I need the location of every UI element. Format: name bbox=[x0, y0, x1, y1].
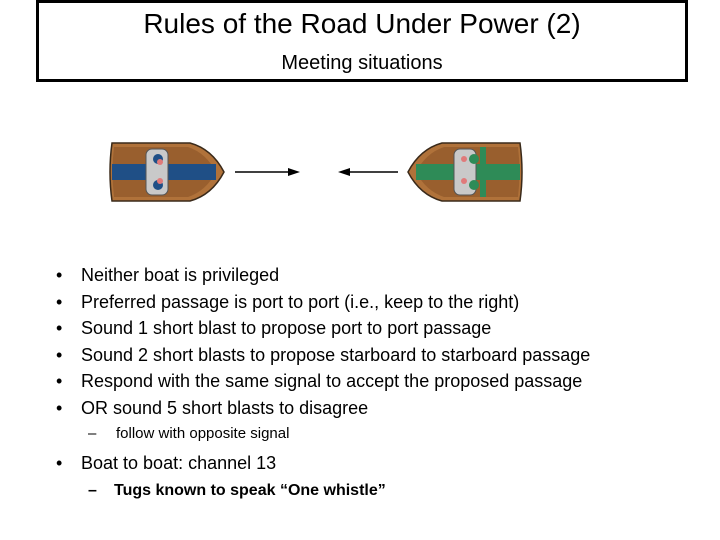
list-item: •Neither boat is privileged bbox=[56, 262, 716, 289]
slide-subtitle: Meeting situations bbox=[281, 52, 443, 74]
list-item: •Sound 1 short blast to propose port to … bbox=[56, 315, 716, 342]
boats-meeting-illustration bbox=[109, 142, 523, 202]
slide-title: Rules of the Road Under Power (2) bbox=[143, 8, 581, 39]
bullet-dot: • bbox=[56, 397, 63, 418]
bullet-dot: • bbox=[56, 318, 63, 338]
bullet-dot: • bbox=[56, 453, 63, 473]
sub-list-item: –follow with opposite signal bbox=[88, 425, 290, 442]
bullet-dot: • bbox=[56, 265, 63, 285]
dash-marker: – bbox=[88, 425, 97, 442]
bullet-dot: • bbox=[56, 371, 63, 391]
title-box: Rules of the Road Under Power (2) Meetin… bbox=[36, 0, 688, 82]
bullet-dot: • bbox=[56, 291, 63, 312]
list-item: •Sound 2 short blasts to propose starboa… bbox=[56, 342, 716, 369]
bullet-list: •Neither boat is privileged •Preferred p… bbox=[56, 262, 716, 501]
bullet-dot: • bbox=[56, 344, 63, 365]
list-item: •Preferred passage is port to port (i.e.… bbox=[56, 289, 716, 316]
right-boat-icon bbox=[407, 142, 523, 202]
sub-list-item: –Tugs known to speak “One whistle” bbox=[88, 481, 386, 499]
dash-marker: – bbox=[88, 481, 97, 499]
list-item: •Respond with the same signal to accept … bbox=[56, 368, 716, 395]
arrow-right-icon bbox=[235, 168, 300, 176]
left-boat-icon bbox=[109, 142, 225, 202]
list-item: •Boat to boat: channel 13 bbox=[56, 450, 716, 477]
arrow-left-icon bbox=[338, 168, 398, 176]
list-item: •OR sound 5 short blasts to disagree bbox=[56, 395, 716, 422]
